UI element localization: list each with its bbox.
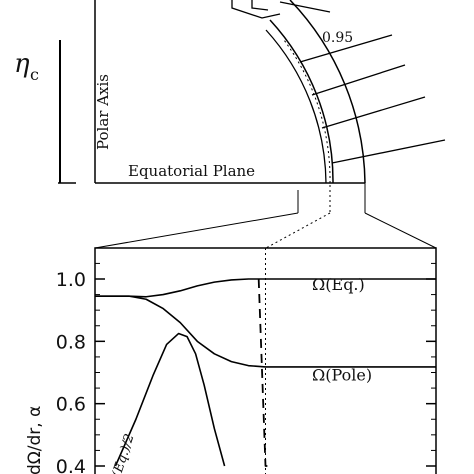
series-line-2 xyxy=(114,332,226,467)
series-line-3 xyxy=(257,278,273,467)
y-tick-label: 0.4 xyxy=(56,456,86,474)
y-tick-label: 1.0 xyxy=(56,269,86,291)
eta-subscript: c xyxy=(30,65,39,84)
annotation-layer: Ω(Eq.) Ω(Pole) (Eq.)/2 xyxy=(110,275,373,474)
outer-shell-arc xyxy=(289,0,366,184)
equatorial-plane-label: Equatorial Plane xyxy=(128,162,255,180)
contour-line xyxy=(279,1,331,13)
label-omega-eq: Ω(Eq.) xyxy=(312,275,365,294)
label-omega-pole: Ω(Pole) xyxy=(312,365,372,384)
zoom-connector-left xyxy=(94,212,299,249)
y-tick-label: 0.6 xyxy=(56,394,86,416)
top-panel: η c Polar Axis Equatorial Plane 0.95 xyxy=(14,0,446,249)
y-ticks: 0.4 0.6 0.8 1.0 xyxy=(56,262,436,474)
tachocline-arc xyxy=(283,39,331,184)
contour-line xyxy=(331,139,446,164)
plot-frame xyxy=(94,247,437,474)
contour-line xyxy=(311,64,406,96)
zoom-dotted-diagonal xyxy=(265,212,331,249)
contour-label-095: 0.95 xyxy=(322,30,353,46)
series-line-0 xyxy=(95,278,436,298)
chart-panel: dΩ/dr, α 0.4 0.6 0.8 1.0 Ω(Eq.) Ω(Pole) (Eq.)… xyxy=(25,247,437,474)
y-tick-label: 0.8 xyxy=(56,331,86,353)
contour-box xyxy=(231,0,281,19)
zoom-connector-right xyxy=(364,212,437,249)
eta-symbol: η xyxy=(14,49,30,79)
inner-shell-arc xyxy=(269,19,334,184)
contour-line xyxy=(321,96,426,129)
contour-line xyxy=(299,34,393,63)
label-eq-over-2: (Eq.)/2 xyxy=(110,432,138,474)
contour-box xyxy=(251,0,269,11)
polar-axis-label: Polar Axis xyxy=(94,74,112,150)
series-line-1 xyxy=(95,295,436,368)
middle-shell-arc xyxy=(265,29,327,184)
series-layer xyxy=(95,248,436,474)
y-axis-label: dΩ/dr, α xyxy=(25,406,45,474)
